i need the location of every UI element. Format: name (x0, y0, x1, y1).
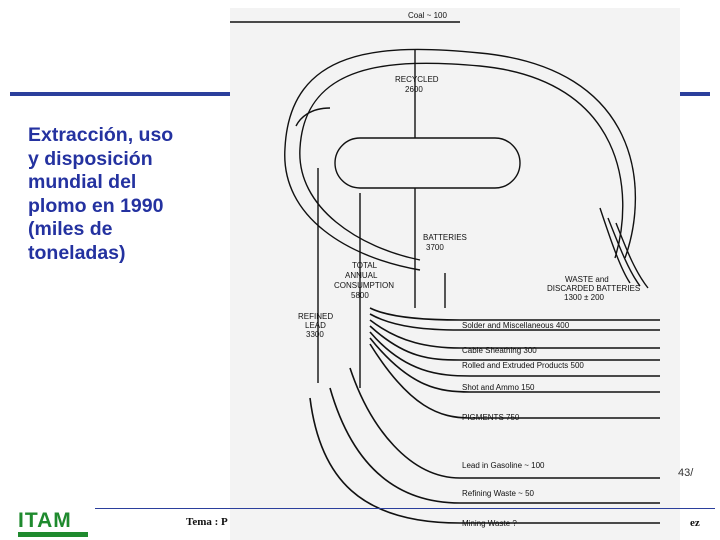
flow-stream (349, 367, 660, 479)
label-lead: LEAD (305, 321, 326, 330)
label-refined-value: 3300 (306, 330, 324, 339)
label-batteries: BATTERIES (423, 233, 467, 242)
slide-title: Extracción, uso y disposición mundial de… (28, 124, 174, 264)
flow-label: Shot and Ammo 150 (462, 383, 535, 392)
flow-stream (369, 331, 660, 377)
diagram-svg: Coal ~ 100 RECYCLED 2600 BATTERIES 3700 … (230, 11, 660, 528)
label-total: TOTAL (352, 261, 378, 270)
recycling-loop-inner (299, 62, 624, 261)
loop-arrow (295, 107, 331, 127)
page-number: 43/ (678, 467, 694, 479)
label-recycled: RECYCLED (395, 75, 439, 84)
label-consumption: CONSUMPTION (334, 281, 394, 290)
flow-stream (329, 387, 660, 504)
label-waste-value: 1300 ± 200 (564, 293, 605, 302)
flow-label: PIGMENTS 750 (462, 413, 520, 422)
label-refined: REFINED (298, 312, 333, 321)
flow-stream (369, 337, 660, 393)
footer-topic: Tema : P (186, 516, 228, 528)
label-consumption-value: 5800 (351, 291, 369, 300)
flow-label: Mining Waste ? (462, 519, 517, 528)
flow-stream (369, 343, 660, 419)
flow-stream (369, 307, 660, 321)
label-batteries-value: 3700 (426, 243, 444, 252)
footer-rule (95, 508, 715, 509)
footer-author: ez (690, 517, 700, 529)
flow-stream (369, 313, 660, 331)
label-waste: WASTE and (565, 275, 609, 284)
waste-branch (615, 222, 649, 289)
flow-label: Cable Sheathing 300 (462, 346, 537, 355)
lead-flow-diagram: Coal ~ 100 RECYCLED 2600 BATTERIES 3700 … (230, 8, 680, 540)
label-discarded: DISCARDED BATTERIES (547, 284, 640, 293)
label-coal: Coal ~ 100 (408, 11, 447, 20)
smelter-oval (334, 137, 521, 189)
label-recycled-value: 2600 (405, 85, 423, 94)
flow-stream (309, 397, 660, 524)
flow-stream (369, 319, 660, 349)
flow-label: Solder and Miscellaneous 400 (462, 321, 570, 330)
logo-underline (18, 532, 88, 537)
flow-label: Refining Waste ~ 50 (462, 489, 535, 498)
flow-label: Lead in Gasoline ~ 100 (462, 461, 545, 470)
flow-stream (369, 325, 660, 361)
recycling-loop (284, 48, 637, 271)
label-annual: ANNUAL (345, 271, 378, 280)
flow-label: Rolled and Extruded Products 500 (462, 361, 584, 370)
waste-branch (599, 207, 631, 284)
itam-logo: ITAM (18, 510, 88, 538)
waste-branch (607, 217, 641, 287)
logo-text: ITAM (18, 509, 72, 532)
